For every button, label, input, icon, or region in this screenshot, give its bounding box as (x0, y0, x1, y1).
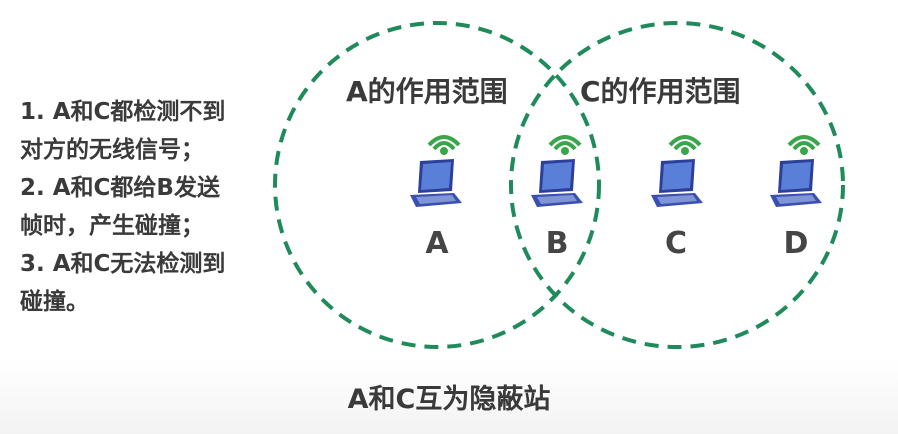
node-label-c: C (664, 226, 688, 261)
background-band (0, 360, 898, 434)
node-label-a: A (425, 226, 449, 261)
note-line: 碰撞。 (20, 289, 89, 315)
wifi-signal-icon (787, 135, 821, 155)
wifi-signal-icon (427, 135, 461, 155)
notes-list: 1. A和C都检测不到 对方的无线信号； 2. A和C都给B发送 帧时，产生碰撞… (20, 93, 280, 321)
wifi-signal-icon (548, 135, 582, 155)
note-line: 3. A和C无法检测到 (20, 251, 226, 277)
range-label-a: A的作用范围 (346, 75, 508, 108)
note-line: 帧时，产生碰撞； (20, 213, 204, 239)
range-circle-a (273, 21, 601, 349)
node-label-d: D (783, 226, 809, 261)
note-line: 2. A和C都给B发送 (20, 175, 220, 201)
note-line: 1. A和C都检测不到 (20, 99, 226, 125)
laptop-icon (527, 133, 589, 213)
laptop-icon (766, 133, 828, 213)
note-line: 对方的无线信号； (20, 137, 204, 163)
diagram-caption: A和C互为隐蔽站 (347, 384, 551, 415)
laptop-icon (406, 133, 468, 213)
range-label-c: C的作用范围 (580, 75, 741, 108)
wifi-signal-icon (668, 135, 702, 155)
range-circle-c (509, 21, 845, 349)
laptop-icon (647, 133, 709, 213)
node-label-b: B (545, 226, 569, 261)
